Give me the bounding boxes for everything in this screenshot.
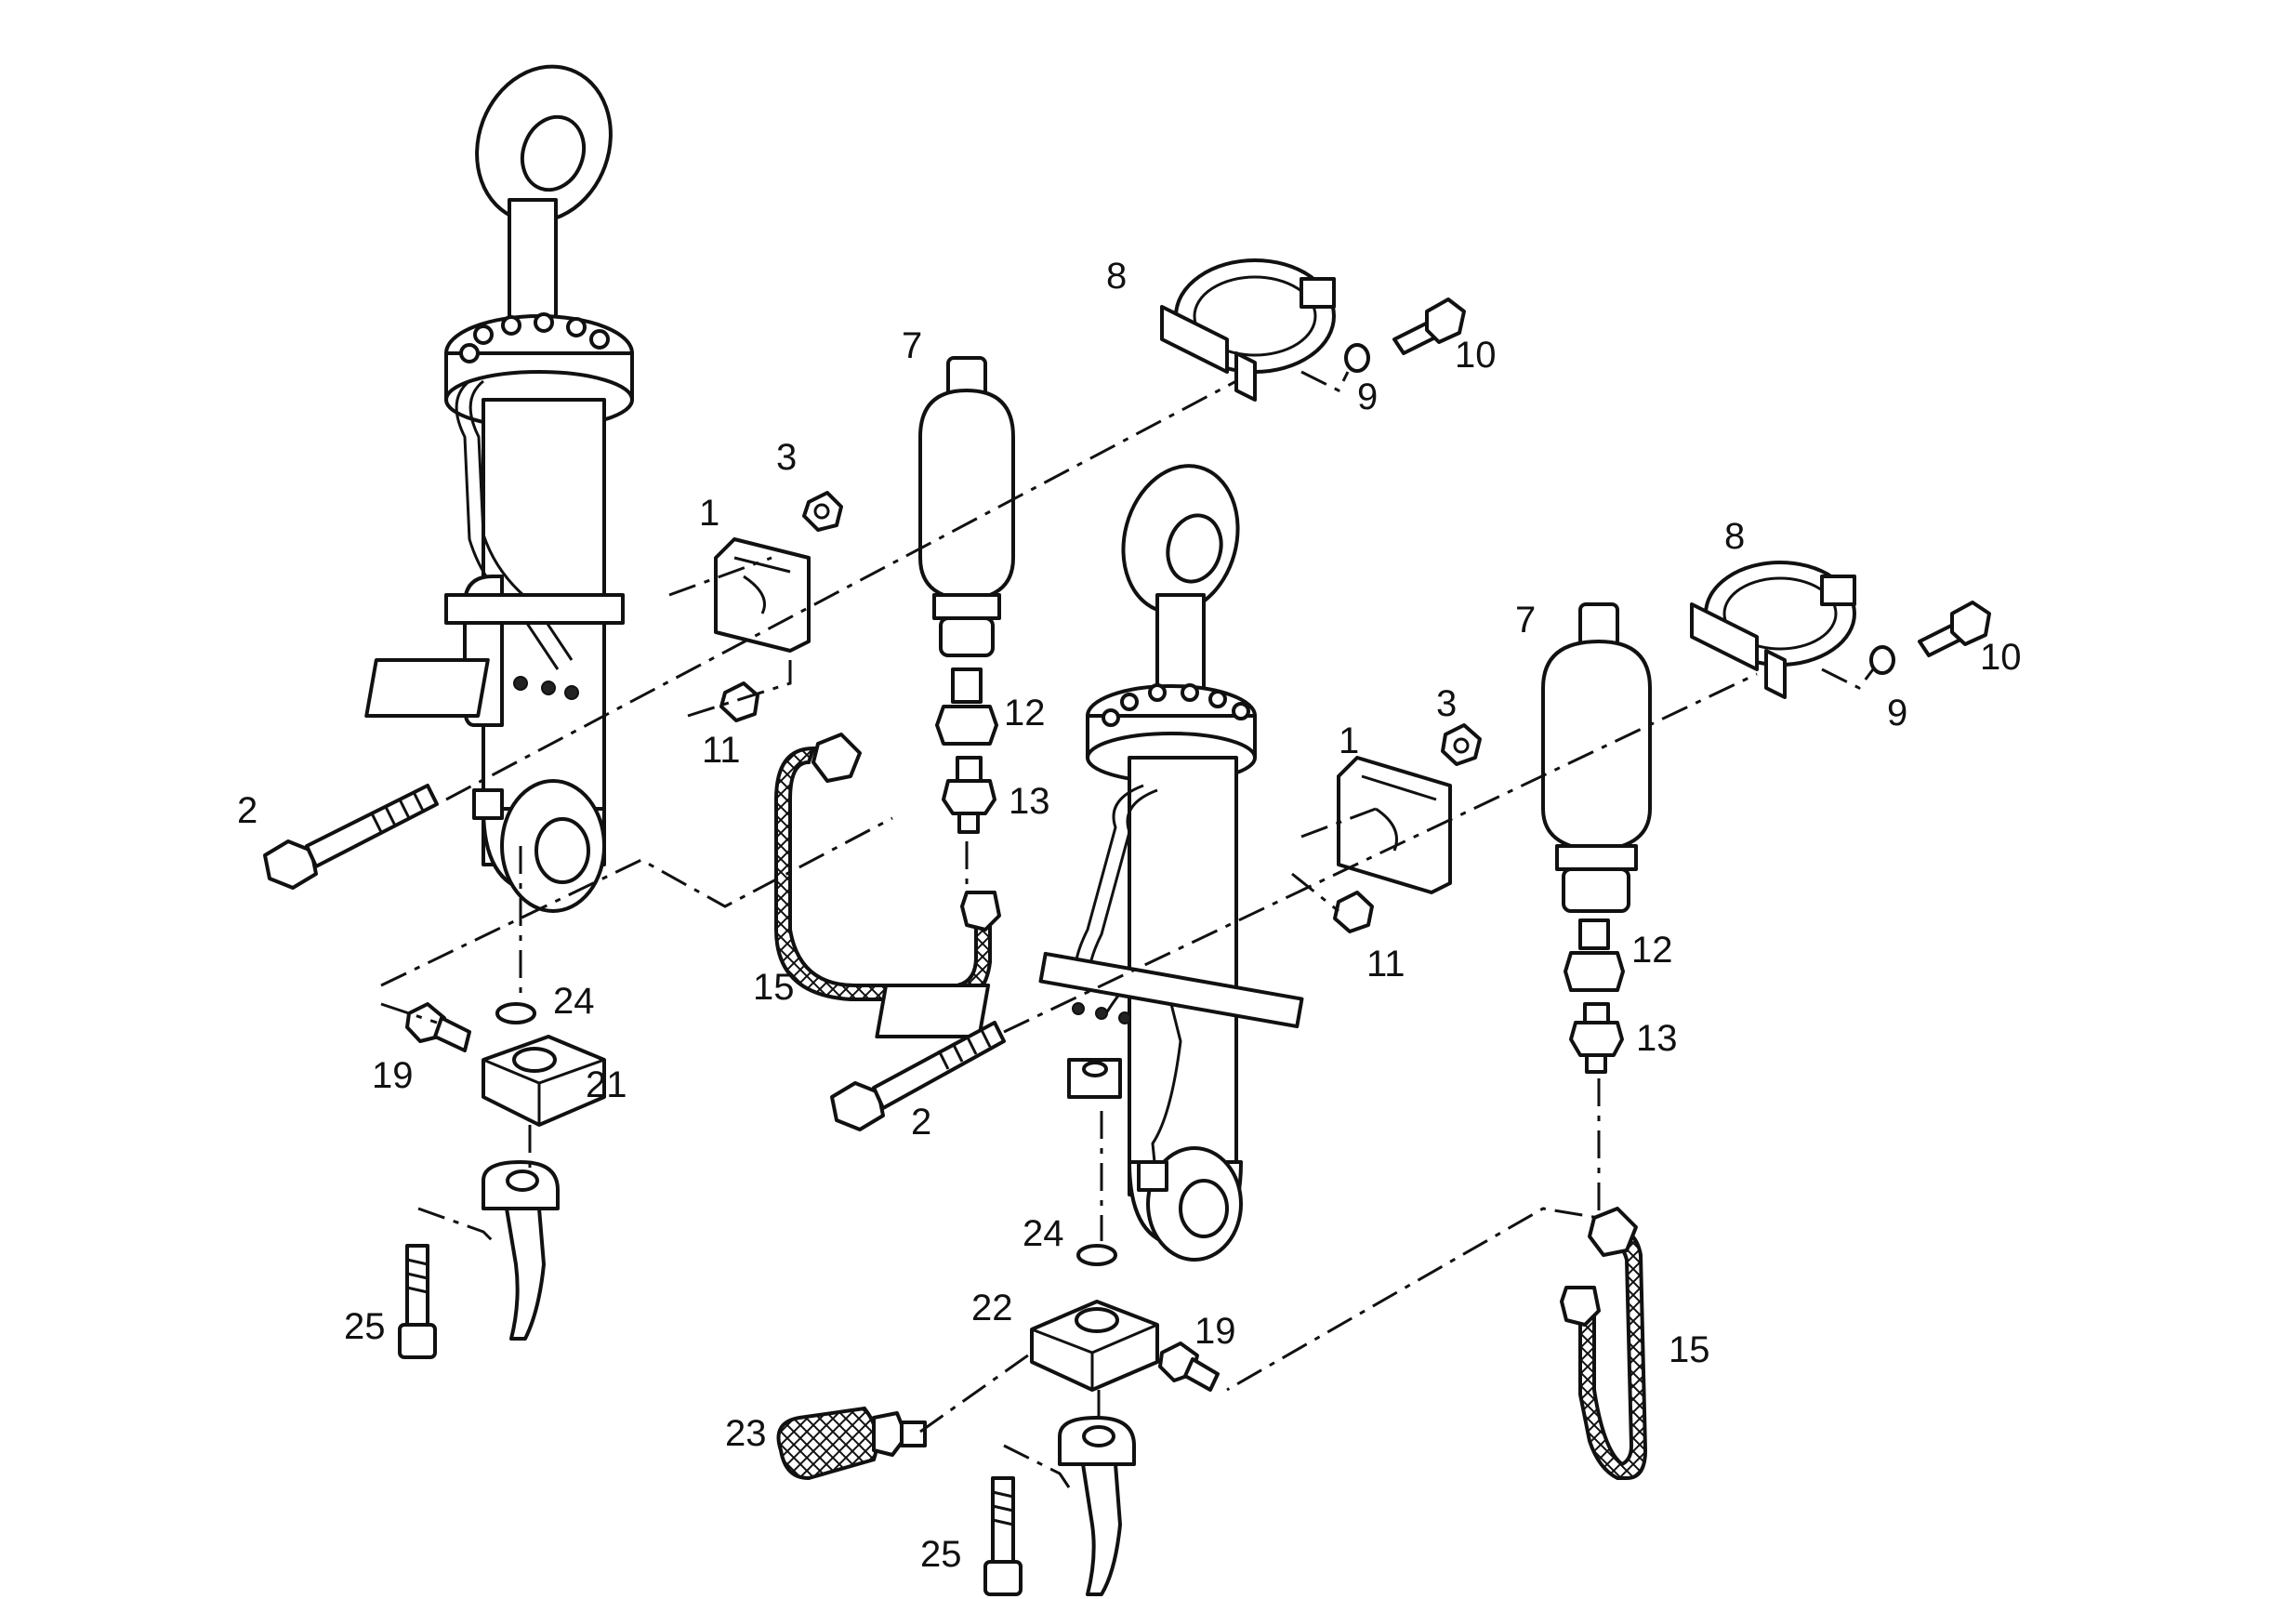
- callout-left-2: 2: [237, 790, 257, 831]
- right-filter-23: [776, 1406, 927, 1481]
- left-oring-24: [495, 1002, 536, 1024]
- right-nut-11: [1333, 891, 1374, 933]
- callout-right-22: 22: [971, 1288, 1013, 1328]
- callout-right-25: 25: [920, 1534, 962, 1575]
- left-bolt-10: [1392, 297, 1466, 355]
- left-fitting-19: [405, 1002, 471, 1052]
- left-fitting-13: [942, 756, 996, 834]
- callout-left-9: 9: [1357, 377, 1378, 417]
- left-hose-flange: [482, 1160, 560, 1341]
- right-bolt-2: [830, 1021, 1006, 1131]
- callout-left-15: 15: [753, 967, 795, 1008]
- left-fitting-12: [935, 667, 998, 746]
- right-screw-25: [983, 1476, 1023, 1596]
- right-bolt-10: [1918, 601, 1991, 657]
- callout-right-19: 19: [1194, 1311, 1236, 1352]
- callout-left-10: 10: [1455, 335, 1497, 376]
- callout-right-9: 9: [1887, 693, 1907, 733]
- left-callouts: 1 3 7 8 10 9 11 12 13 2 15 24 19 21 25: [237, 256, 1497, 1347]
- callout-left-3: 3: [776, 437, 797, 478]
- callout-right-2: 2: [911, 1102, 931, 1143]
- callout-left-11: 11: [702, 730, 741, 771]
- callout-left-1: 1: [699, 493, 719, 534]
- left-block-21: [482, 1035, 606, 1127]
- left-nut-11: [719, 681, 759, 722]
- right-hose-15: [1578, 1224, 1648, 1480]
- left-pipe-clamp: [1160, 258, 1336, 402]
- right-hose-flange: [1058, 1416, 1136, 1596]
- callout-right-24: 24: [1023, 1213, 1064, 1254]
- callout-left-19: 19: [372, 1055, 414, 1096]
- left-hose-15: [774, 746, 992, 1001]
- callout-right-15: 15: [1669, 1329, 1710, 1370]
- callout-left-8: 8: [1106, 256, 1127, 297]
- right-fitting-19: [1158, 1341, 1220, 1392]
- right-assembly: [776, 464, 1991, 1596]
- callout-right-11: 11: [1366, 944, 1405, 985]
- left-leader-lines: [380, 370, 1350, 1243]
- right-fitting-13: [1569, 1002, 1624, 1074]
- right-fitting-12: [1564, 918, 1625, 992]
- callout-right-7: 7: [1515, 600, 1536, 641]
- right-washer-9: [1869, 645, 1895, 675]
- callout-left-25: 25: [344, 1306, 386, 1347]
- left-assembly: [263, 64, 1466, 1359]
- callout-right-10: 10: [1980, 637, 2022, 678]
- left-accumulator: [918, 356, 1015, 657]
- left-flange-bolts: [459, 312, 610, 363]
- callout-right-1: 1: [1339, 720, 1359, 761]
- right-bracket: [1337, 756, 1452, 894]
- left-screw-25: [398, 1244, 437, 1359]
- callout-right-13: 13: [1636, 1018, 1678, 1059]
- right-oring-24: [1076, 1244, 1117, 1266]
- callout-left-12: 12: [1004, 693, 1046, 733]
- right-pipe-clamp: [1690, 561, 1856, 699]
- right-nut-3: [1441, 723, 1482, 766]
- right-hydraulic-cylinder: [875, 464, 1304, 1262]
- right-flange-bolts: [1102, 683, 1250, 727]
- right-callouts: 8 7 10 9 3 1 11 12 13 2 24 22 19 15 23 2…: [725, 516, 2022, 1575]
- callout-left-7: 7: [902, 325, 922, 366]
- left-nut-3: [802, 491, 843, 532]
- callout-left-13: 13: [1009, 781, 1050, 822]
- left-hydraulic-cylinder: [364, 64, 634, 913]
- right-block-22: [1030, 1300, 1159, 1392]
- callout-right-23: 23: [725, 1413, 767, 1454]
- callout-left-24: 24: [553, 981, 595, 1022]
- callout-right-3: 3: [1436, 683, 1457, 724]
- left-washer-9: [1344, 343, 1370, 373]
- callout-left-21: 21: [586, 1064, 627, 1105]
- left-bolt-2: [263, 784, 439, 890]
- right-leader-lines: [919, 667, 1875, 1488]
- callout-right-12: 12: [1631, 930, 1673, 971]
- callout-right-8: 8: [1724, 516, 1745, 557]
- right-accumulator: [1541, 602, 1652, 913]
